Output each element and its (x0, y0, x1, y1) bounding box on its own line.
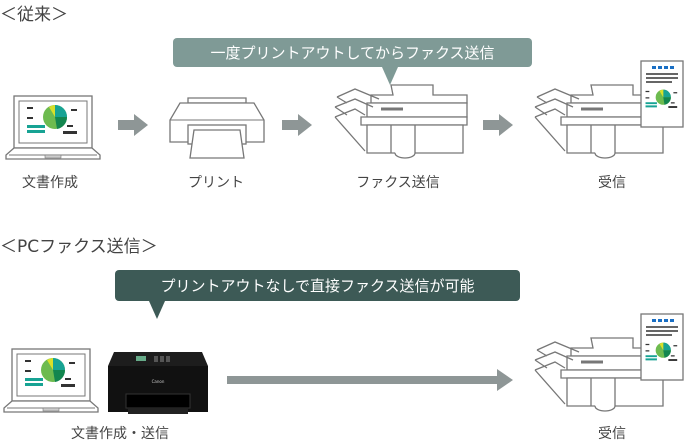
section-heading-conventional: ＜従来＞ (0, 5, 68, 25)
arrow-right-icon (282, 114, 312, 136)
printer-icon (168, 97, 266, 159)
step-label: 受信 (598, 426, 626, 442)
long-arrow-right-icon (227, 369, 513, 391)
fax-icon (333, 83, 468, 159)
canon-printer-icon (108, 348, 208, 416)
laptop-icon (5, 95, 101, 161)
step-label: 文書作成・送信 (71, 426, 169, 442)
laptop-icon (3, 348, 99, 414)
arrow-right-icon (118, 114, 148, 136)
arrow-right-icon (483, 114, 513, 136)
section-heading-pcfax: ＜PCファクス送信＞ (0, 237, 158, 257)
step-label: ファクス送信 (356, 175, 440, 191)
step-label: プリント (188, 175, 244, 191)
callout-pcfax: プリントアウトなしで直接ファクス送信が可能 (115, 270, 520, 319)
received-document-icon (640, 60, 684, 128)
callout-conventional: 一度プリントアウトしてからファクス送信 (173, 38, 532, 85)
step-label: 受信 (598, 175, 626, 191)
received-document-icon (640, 313, 684, 381)
step-label: 文書作成 (22, 175, 78, 191)
